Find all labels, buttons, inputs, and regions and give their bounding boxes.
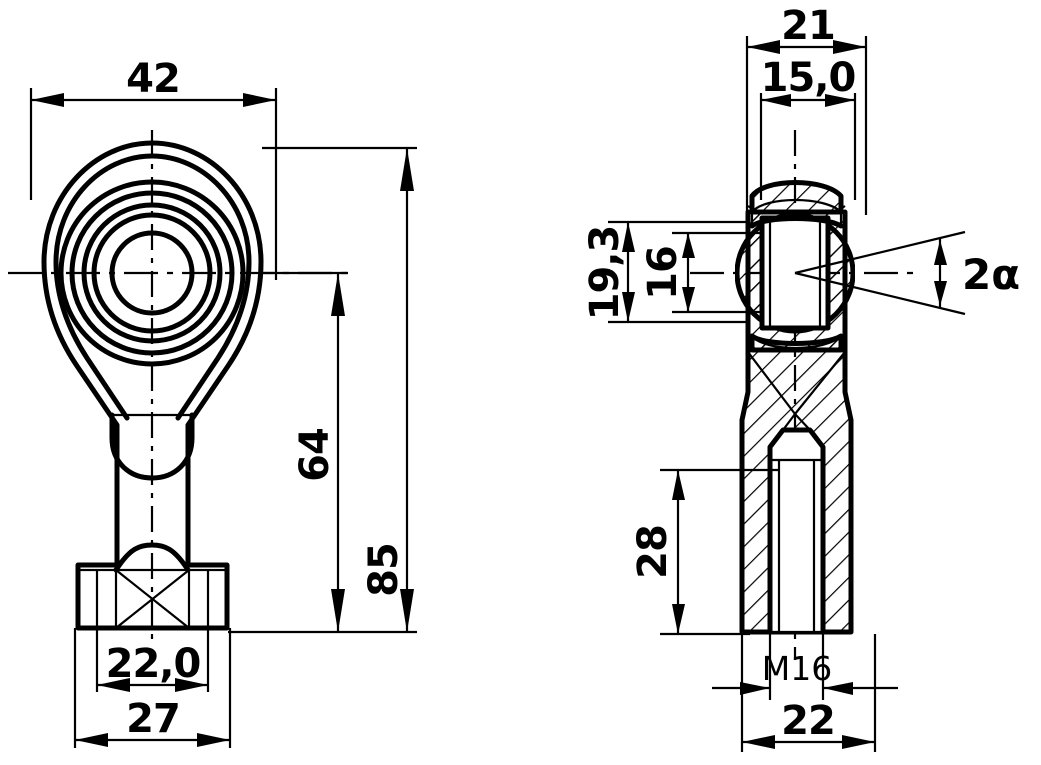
side-view-waist-right — [843, 391, 853, 421]
dimension-22-0: 22,0 — [95, 628, 210, 692]
dim-16-label: 16 — [640, 246, 686, 300]
dim-22-0-arrow-left — [97, 678, 130, 692]
side-view-upper-band-outline — [749, 209, 844, 229]
front-view-head-inner-contour-right — [149, 153, 252, 421]
dim-42-label: 42 — [126, 56, 180, 102]
dim-m16-label: M16 — [762, 649, 832, 688]
dim-15-0-label: 15,0 — [761, 55, 856, 101]
dim-28-arrow-bottom — [672, 604, 685, 634]
dimension-21: 21 — [745, 3, 868, 215]
dimension-19-3: 19,3 — [582, 220, 748, 324]
dim-64-label: 64 — [292, 428, 338, 482]
side-view-lower-race — [747, 333, 846, 353]
dim-21-arrow-right — [833, 40, 866, 54]
side-view-shank-taper-left — [747, 351, 796, 415]
dim-64-arrow-top — [331, 273, 345, 316]
dim-16-arrow-top — [682, 233, 695, 258]
dim-27-label: 27 — [126, 696, 180, 742]
front-view-shank-relief — [109, 412, 195, 481]
side-view-upper-race-fill — [752, 182, 841, 212]
dim-21-label: 21 — [781, 3, 835, 49]
side-view-upper-notch-left — [747, 205, 756, 215]
dim-19-3-arrow-bottom — [622, 292, 635, 322]
dimension-16: 16 — [640, 231, 762, 314]
side-view-bore-cutout — [770, 430, 823, 632]
dimension-m16: M16 — [712, 634, 898, 700]
side-view-swivel-angle: 2α — [794, 230, 1020, 316]
front-view-circle-race-inner — [91, 212, 213, 334]
side-view-threaded-bore — [767, 413, 826, 635]
side-view-lower-notch-right — [837, 343, 846, 353]
front-view-boss-x-line-2 — [115, 569, 190, 629]
side-view: 2α 21 15,0 19,3 — [582, 3, 1020, 752]
front-view-circle-outer-ring-outer — [58, 179, 246, 367]
dim-22-arrow-right — [842, 735, 875, 749]
side-view-ball-lower-outline — [735, 272, 855, 334]
front-view-boss-rect — [76, 568, 229, 630]
dimension-85: 85 — [228, 146, 417, 634]
dim-m16-arrow-left — [740, 682, 770, 695]
dim-27-arrow-left — [75, 733, 108, 747]
front-view: 42 64 85 22,0 — [8, 56, 417, 748]
dim-21-arrow-left — [747, 40, 780, 54]
dimension-15-0: 15,0 — [759, 55, 856, 200]
angle-arrow-top — [934, 240, 947, 265]
dim-42-arrow-left — [31, 93, 64, 107]
dim-19-3-arrow-top — [622, 222, 635, 252]
angle-line-lower — [794, 271, 966, 316]
dim-28-arrow-top — [672, 470, 685, 500]
dim-27-arrow-right — [197, 733, 230, 747]
dim-64-arrow-bottom — [331, 589, 345, 632]
side-view-lower-race-outline — [749, 333, 844, 353]
dim-15-0-arrow-right — [825, 94, 855, 107]
angle-line-upper — [794, 230, 966, 275]
front-view-head-inner-contour — [53, 153, 155, 421]
dim-16-arrow-bottom — [682, 287, 695, 312]
dim-22-arrow-left — [742, 735, 775, 749]
side-view-drill-point-right — [794, 413, 811, 431]
dim-85-arrow-bottom — [400, 589, 414, 632]
dimension-22: 22 — [740, 634, 877, 752]
dimension-28: 28 — [630, 468, 780, 636]
side-view-waist-left — [740, 391, 750, 421]
side-view-upper-seat-arc — [751, 198, 842, 213]
side-view-upper-band-fill — [752, 212, 841, 226]
dim-22-0-arrow-right — [175, 678, 208, 692]
dim-85-label: 85 — [361, 543, 407, 597]
front-view-hex-boss — [76, 542, 229, 630]
front-view-circle-race-outer — [81, 202, 223, 344]
angle-label-2alpha: 2α — [962, 250, 1020, 299]
dim-28-label: 28 — [630, 525, 676, 579]
side-view-drill-point-left — [782, 413, 796, 431]
dim-15-0-arrow-left — [761, 94, 791, 107]
dim-22-0-label: 22,0 — [106, 641, 201, 687]
side-view-shank-taper-right — [794, 351, 846, 415]
side-view-lower-notch-left — [747, 343, 756, 353]
dim-85-arrow-top — [400, 148, 414, 191]
angle-arrow-bottom — [934, 281, 947, 306]
dimension-64: 64 — [262, 271, 348, 632]
front-view-circle-outer-ring-inner — [69, 190, 235, 356]
front-view-boss-chamfer-arc — [113, 542, 191, 573]
front-view-circle-bore — [109, 230, 195, 316]
dimension-27: 27 — [73, 628, 232, 748]
dim-22-label: 22 — [781, 698, 835, 744]
side-view-upper-race — [747, 180, 846, 229]
side-view-upper-notch-right — [837, 205, 846, 215]
dim-42-arrow-right — [243, 93, 276, 107]
side-view-bore-outline — [767, 427, 826, 635]
dim-m16-arrow-right — [823, 682, 853, 695]
dimension-42: 42 — [29, 56, 278, 280]
dim-19-3-label: 19,3 — [582, 226, 628, 321]
side-view-lower-seat-arc — [751, 335, 842, 350]
